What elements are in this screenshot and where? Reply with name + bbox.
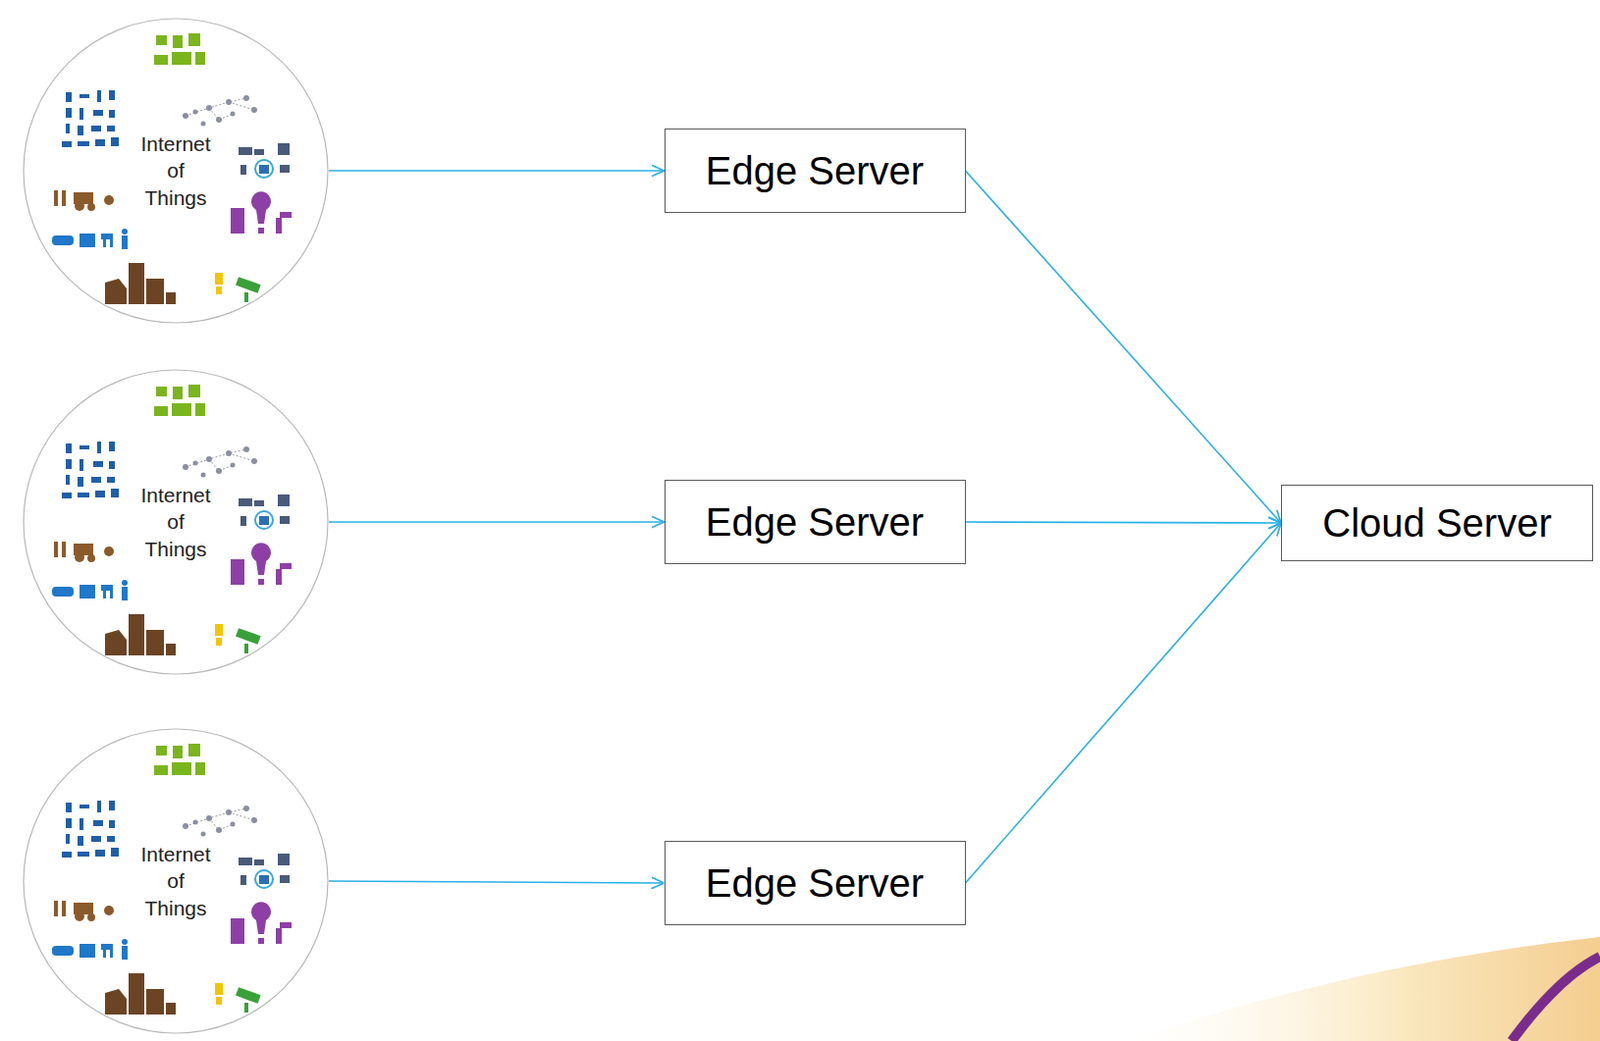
server-box: Cloud Server bbox=[1280, 484, 1594, 562]
circle-label: Internet of Things bbox=[140, 481, 211, 563]
server-box: Edge Server bbox=[664, 841, 966, 926]
text-stack: Edge Server bbox=[705, 859, 924, 907]
iot-circle: Internet of Things bbox=[22, 728, 329, 1035]
flow-arrow bbox=[328, 881, 665, 884]
server-box: Edge Server bbox=[664, 128, 966, 214]
text-stack: Internet of Things bbox=[140, 130, 211, 212]
box-label: Edge Server bbox=[705, 859, 924, 907]
iot-circle: Internet of Things bbox=[22, 369, 329, 676]
flow-arrow bbox=[965, 523, 1282, 884]
flow-arrow bbox=[328, 169, 665, 172]
text-stack: Internet of Things bbox=[140, 481, 211, 563]
server-box: Edge Server bbox=[664, 480, 966, 565]
circle-label: Internet of Things bbox=[140, 841, 211, 922]
box-label: Edge Server bbox=[705, 147, 924, 195]
text-stack: Internet of Things bbox=[140, 841, 211, 922]
text-stack: Edge Server bbox=[705, 147, 924, 195]
flow-arrow bbox=[328, 521, 665, 524]
text-stack: Edge Server bbox=[705, 498, 924, 546]
flow-arrow bbox=[965, 170, 1282, 524]
text-stack: Cloud Server bbox=[1322, 499, 1551, 547]
flow-arrow bbox=[965, 522, 1282, 524]
box-label: Edge Server bbox=[705, 498, 924, 546]
box-label: Cloud Server bbox=[1322, 499, 1551, 547]
circle-label: Internet of Things bbox=[140, 130, 211, 212]
iot-circle: Internet of Things bbox=[22, 17, 329, 324]
